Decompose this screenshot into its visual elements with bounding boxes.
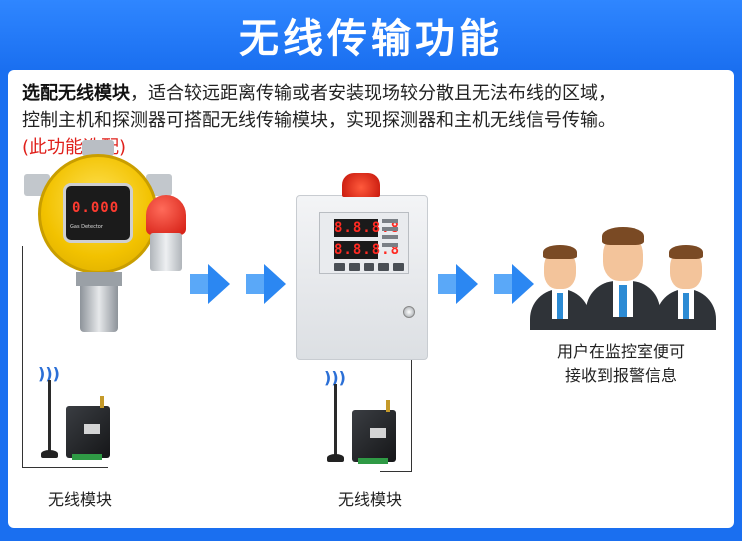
users-caption: 用户在监控室便可 接收到报警信息 — [526, 340, 716, 388]
description-line-2: 控制主机和探测器可搭配无线传输模块，实现探测器和主机无线信号传输。 — [22, 110, 616, 131]
person-left — [530, 243, 590, 330]
controller-front-panel: 8.8.8.8 8.8.8.8 — [319, 212, 409, 274]
controller-display-top: 8.8.8.8 — [334, 219, 401, 237]
detector-brand-label: Gas Detector — [70, 224, 103, 230]
description-line-1-rest: ，适合较远距离传输或者安装现场较分散且无法布线的区域， — [130, 83, 616, 104]
module-caption-left: 无线模块 — [47, 490, 112, 509]
users-caption-line-2: 接收到报警信息 — [564, 366, 677, 385]
controller-keypad — [334, 263, 404, 271]
detector-screen: 0.000 Gas Detector — [63, 183, 133, 243]
person-right — [656, 243, 716, 330]
alarm-beacon-image — [146, 195, 186, 273]
wire-left — [22, 246, 108, 468]
wifi-signal-icon: ))) — [324, 368, 346, 387]
module-caption-center: 无线模块 — [337, 490, 402, 509]
page-title: 无线传输功能 — [239, 16, 503, 62]
wifi-signal-icon: ))) — [38, 364, 60, 383]
banner-header: 无线传输功能 — [0, 0, 742, 70]
detector-body: 0.000 Gas Detector — [38, 154, 158, 274]
controller-lock-icon — [403, 306, 415, 318]
wireless-module-left-image — [52, 396, 112, 462]
controller-alarm-light — [342, 173, 380, 197]
users-caption-line-1: 用户在监控室便可 — [556, 342, 685, 361]
wireless-module-center-image — [338, 400, 398, 466]
description-line-1: 选配无线模块，适合较远距离传输或者安装现场较分散且无法布线的区域， — [22, 80, 722, 107]
controller-host-image: 8.8.8.8 8.8.8.8 — [296, 173, 428, 360]
antenna-center: ))) — [324, 370, 346, 466]
users-group-image — [530, 225, 716, 330]
detector-display-value: 0.000 — [72, 200, 120, 216]
flow-arrow-icon — [246, 264, 286, 304]
controller-indicator-leds — [382, 219, 402, 259]
detector-neck — [76, 272, 122, 286]
beacon-red-light — [146, 195, 186, 235]
detector-sensor-head — [80, 286, 118, 332]
person-center — [586, 225, 660, 330]
description-bold-lead: 选配无线模块 — [22, 83, 130, 104]
beacon-base — [150, 233, 182, 271]
detector-top-fitting — [82, 140, 114, 156]
flow-arrow-icon — [438, 264, 478, 304]
antenna-left: ))) — [38, 366, 60, 462]
gas-detector-image: 0.000 Gas Detector — [24, 140, 174, 370]
description-text: 选配无线模块，适合较远距离传输或者安装现场较分散且无法布线的区域， 控制主机和探… — [22, 80, 722, 161]
wire-center — [380, 360, 412, 472]
flow-arrow-icon — [494, 264, 534, 304]
flow-arrow-icon — [190, 264, 230, 304]
controller-cabinet: 8.8.8.8 8.8.8.8 — [296, 195, 428, 360]
controller-display-bottom: 8.8.8.8 — [334, 241, 401, 259]
